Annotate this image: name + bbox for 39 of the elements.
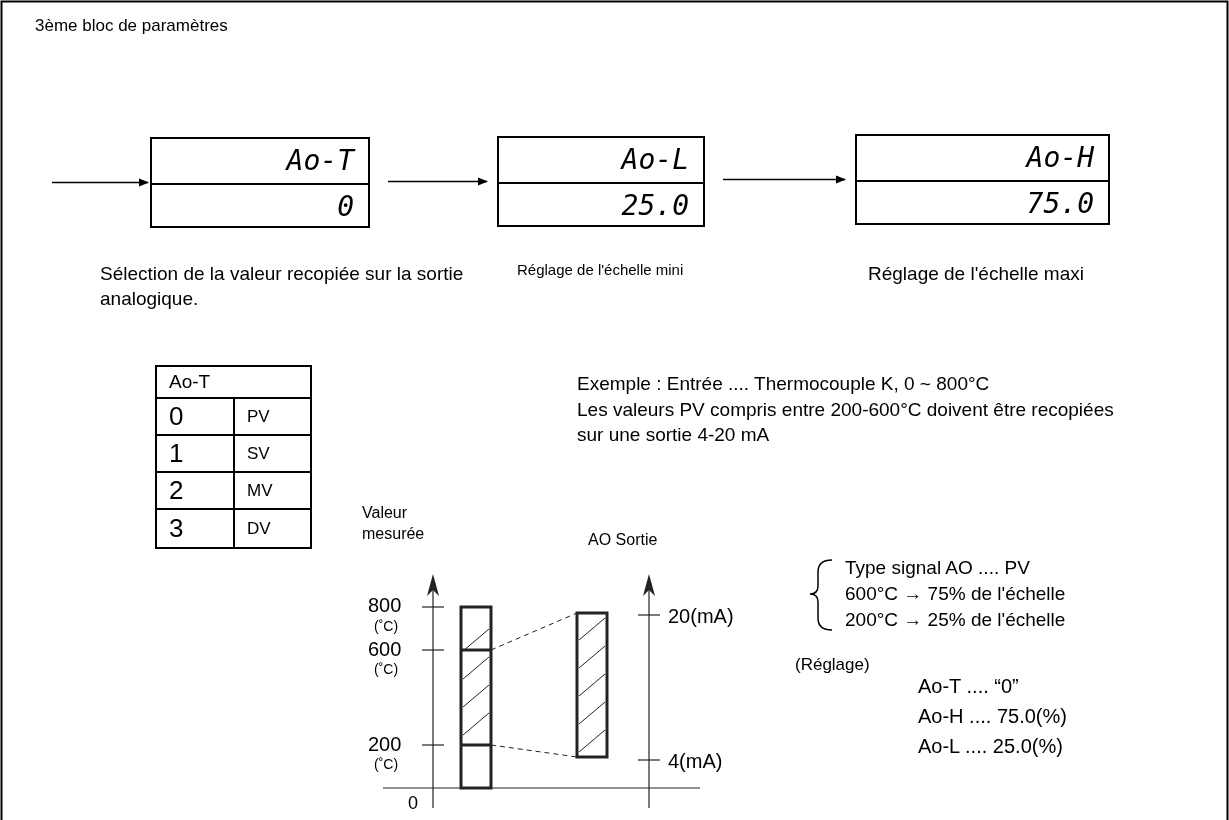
display-panel: [855, 134, 1110, 225]
display-panel: [497, 136, 705, 227]
arrow: [387, 177, 488, 186]
note-text: Type signal AO .... PV: [845, 556, 1031, 580]
tick-label: 600: [368, 637, 403, 662]
table-header: Ao-T: [155, 365, 312, 399]
parameter-value: 25.0: [621, 188, 689, 222]
axis-title: AO Sortie: [588, 530, 659, 550]
table-cell: 3: [155, 508, 235, 549]
tick-label: 800: [368, 593, 403, 618]
arrow: [722, 175, 846, 184]
unit-label: (˚C): [374, 617, 400, 636]
parameter-code: Ao-H: [1026, 141, 1094, 174]
example-text: Exemple : Entrée .... Thermocouple K, 0 ~ 800°C: [577, 372, 991, 396]
setting-text: Ao-T .... “0”: [918, 674, 1020, 699]
display-panel: [150, 137, 370, 228]
table-cell: DV: [233, 508, 312, 549]
description-text: Réglage de l'échelle mini: [517, 260, 685, 280]
parameter-code: Ao-T: [286, 144, 354, 177]
tick-label: 20(mA): [668, 604, 735, 629]
description-text: Sélection de la valeur recopiée sur la sortie analogique.: [100, 262, 465, 311]
tick-label: 4(mA): [668, 749, 724, 774]
unit-label: (˚C): [374, 755, 400, 774]
parameter-code: Ao-L: [621, 143, 689, 176]
tick-label: 200: [368, 732, 403, 757]
axis-title: Valeur mesurée: [362, 503, 426, 544]
description-text: Réglage de l'échelle maxi: [868, 262, 1085, 286]
unit-label: (˚C): [374, 660, 400, 679]
setting-text: Ao-L .... 25.0(%): [918, 734, 1064, 759]
parameter-value: 75.0: [1026, 186, 1094, 220]
arrow: [51, 178, 149, 187]
setting-text: Ao-H .... 75.0(%): [918, 704, 1068, 729]
example-text: Les valeurs PV compris entre 200-600°C doivent être recopiées sur une sortie 4-20 mA: [577, 398, 1115, 447]
parameter-value: 0: [337, 189, 354, 223]
tick-label: 0: [408, 792, 419, 815]
note-text: 200°C → 25% de l'échelle: [845, 608, 1067, 632]
title: 3ème bloc de paramètres: [35, 16, 228, 36]
note-text: 600°C → 75% de l'échelle: [845, 582, 1067, 606]
note-text: (Réglage): [795, 654, 871, 676]
